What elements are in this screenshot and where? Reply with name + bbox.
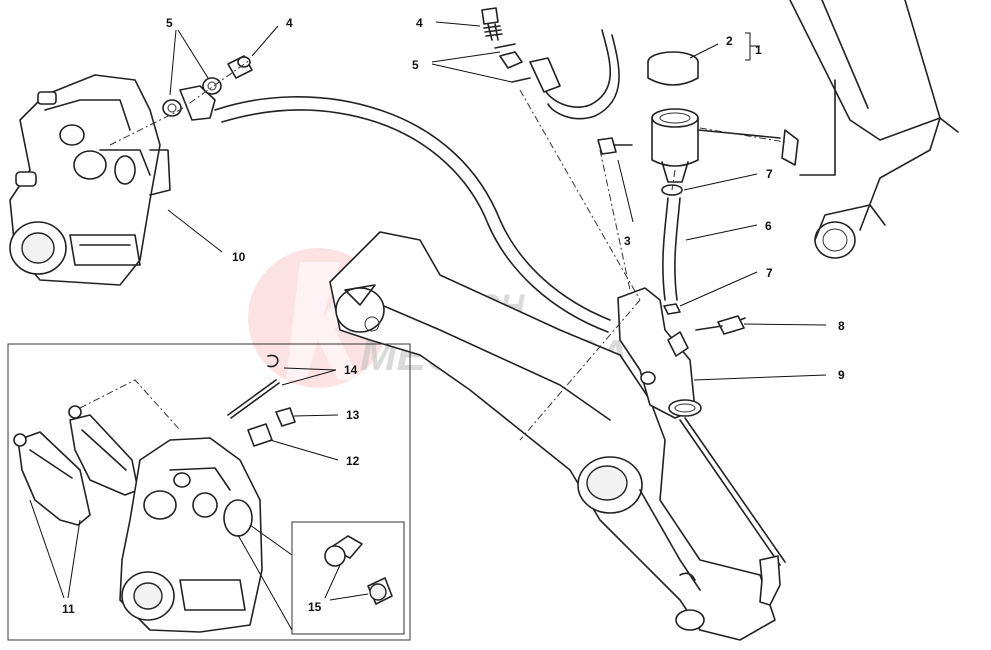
callout-5-left: 5 xyxy=(166,16,173,30)
reservoir-hose xyxy=(661,184,683,315)
callout-2: 2 xyxy=(726,34,733,48)
mounting-bolts xyxy=(597,137,746,335)
frame-section xyxy=(789,0,959,259)
callout-8: 8 xyxy=(838,319,845,333)
callout-6: 6 xyxy=(765,219,772,233)
callout-3: 3 xyxy=(624,234,631,248)
master-cylinder xyxy=(617,287,786,606)
banjo-parts-left xyxy=(162,55,253,121)
callout-15: 15 xyxy=(308,600,322,614)
callout-4-upper: 4 xyxy=(416,16,423,30)
callout-10: 10 xyxy=(232,250,246,264)
callout-9: 9 xyxy=(838,368,845,382)
callout-7-lower: 7 xyxy=(766,266,773,280)
callout-14: 14 xyxy=(344,363,358,377)
callout-13: 13 xyxy=(346,408,360,422)
callout-11: 11 xyxy=(62,602,75,616)
callout-5-upper: 5 xyxy=(412,58,419,72)
callout-1: 1 xyxy=(755,43,762,57)
brake-hose xyxy=(214,29,620,333)
assembly-lines xyxy=(109,59,676,441)
brake-caliper-upper xyxy=(9,74,171,286)
pads-inset xyxy=(7,343,411,641)
callout-4-left: 4 xyxy=(286,16,293,30)
callout-12: 12 xyxy=(346,454,360,468)
fluid-reservoir xyxy=(647,51,799,183)
swingarm xyxy=(329,231,776,641)
banjo-parts-right xyxy=(481,7,561,93)
leader-lines xyxy=(29,21,827,601)
callout-labels: 1 2 3 4 4 5 5 6 7 7 8 9 10 11 12 13 14 1… xyxy=(62,16,845,616)
callout-7-upper: 7 xyxy=(766,167,773,181)
